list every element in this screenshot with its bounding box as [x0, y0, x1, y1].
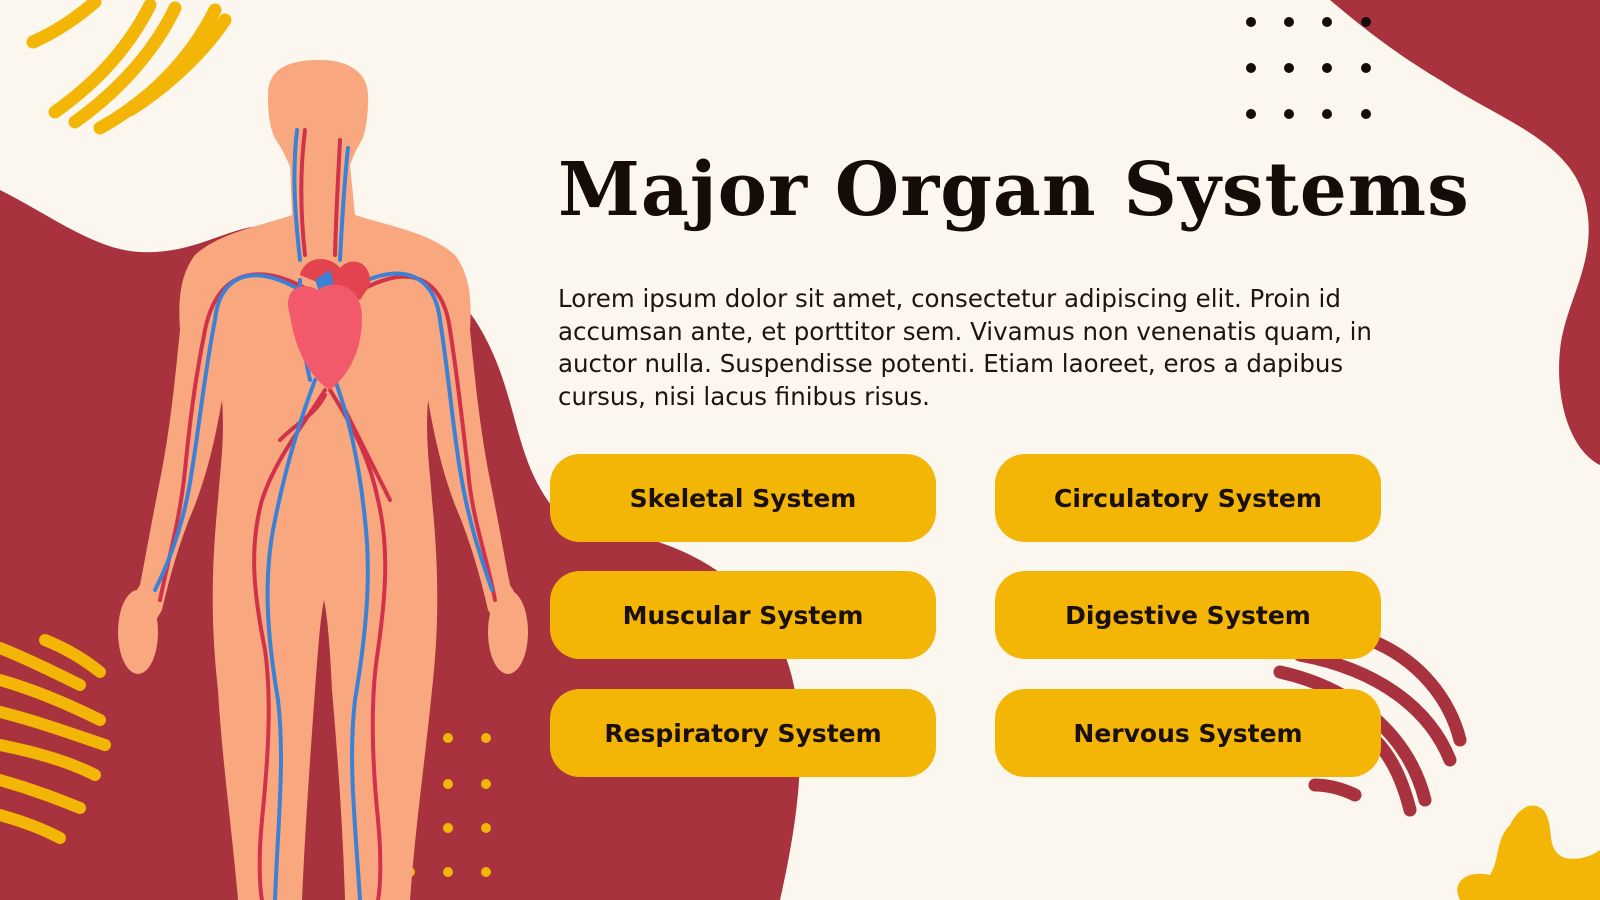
respiratory-system-button[interactable]: Respiratory System	[550, 689, 936, 777]
body-silhouette	[118, 60, 528, 900]
nervous-system-button[interactable]: Nervous System	[995, 689, 1381, 777]
heart-icon	[288, 258, 371, 390]
dot-grid-top-right	[1246, 17, 1371, 119]
human-circulatory-illustration	[118, 60, 528, 900]
yellow-strokes-bottom-left	[0, 634, 111, 844]
digestive-system-button[interactable]: Digestive System	[995, 571, 1381, 659]
skeletal-system-button[interactable]: Skeletal System	[550, 454, 936, 542]
muscular-system-button[interactable]: Muscular System	[550, 571, 936, 659]
veins	[153, 128, 494, 900]
circulatory-system-button[interactable]: Circulatory System	[995, 454, 1381, 542]
arteries	[158, 128, 497, 900]
crimson-blob-right	[1330, 0, 1600, 465]
slide-body-text: Lorem ipsum dolor sit amet, consectetur …	[558, 284, 1372, 411]
yellow-strokes-top-left	[26, 0, 232, 135]
slide-title: Major Organ Systems	[558, 147, 1470, 233]
yellow-splash-bottom-right	[1457, 805, 1600, 900]
